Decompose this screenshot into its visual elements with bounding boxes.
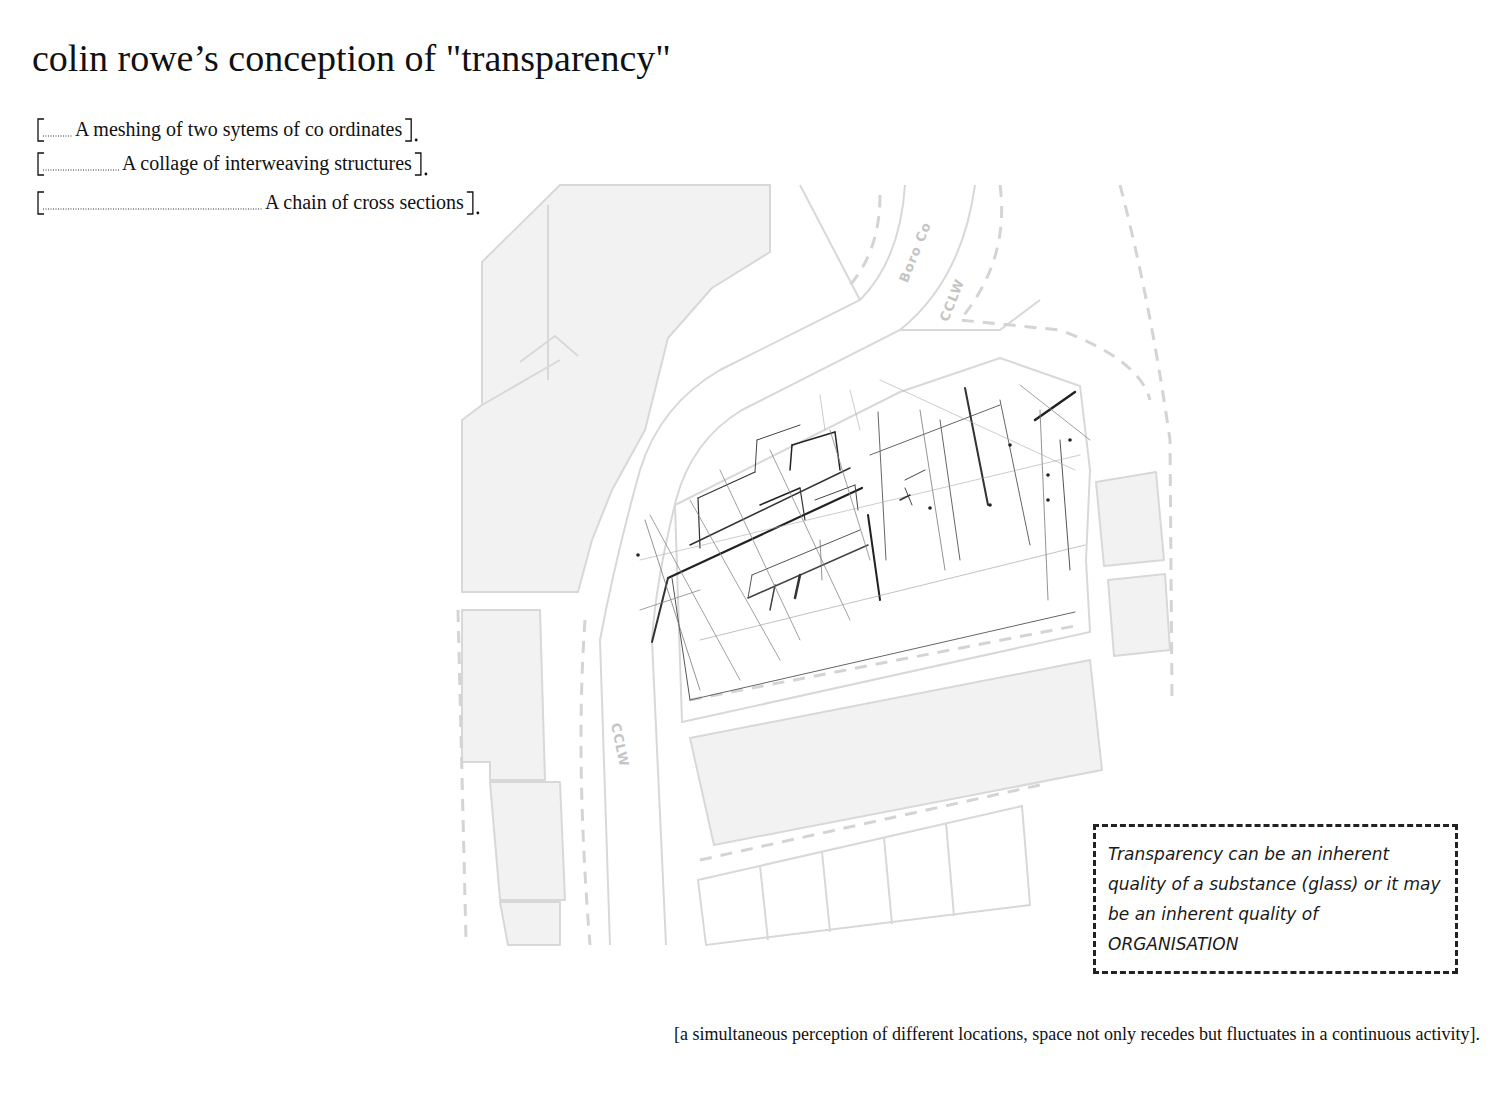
- sketch-lines: [636, 380, 1090, 700]
- building-block: [462, 185, 770, 592]
- building-block: [490, 782, 565, 900]
- sketch-line: [770, 450, 850, 620]
- sketch-line: [905, 470, 925, 480]
- sketch-dot: [1046, 473, 1050, 477]
- sketch-line: [878, 412, 886, 560]
- building-block: [462, 610, 545, 780]
- open-bracket: [38, 192, 44, 214]
- sketch-line: [748, 575, 752, 598]
- road-dashes: [690, 625, 1080, 860]
- sketch-line: [698, 498, 700, 548]
- plot-boxes: [698, 806, 1030, 945]
- dotted-leader: [43, 136, 73, 137]
- sketch-line: [650, 515, 740, 680]
- sketch-line: [795, 575, 800, 598]
- sketch-line: [870, 405, 1000, 455]
- sketch-line: [760, 488, 800, 505]
- definition-phrase: A chain of cross sections: [265, 190, 464, 214]
- sketch-line: [920, 410, 945, 570]
- sketch-line: [790, 445, 792, 470]
- definition-phrase: A collage of interweaving structures: [122, 151, 412, 175]
- close-bracket: [415, 153, 421, 175]
- sketch-line: [1040, 410, 1048, 600]
- sketch-line: [645, 520, 700, 690]
- road-dashes: [960, 185, 1150, 400]
- note-box: Transparency can be an inherent quality …: [1093, 824, 1458, 974]
- full-stop: [415, 139, 418, 142]
- full-stop: [476, 212, 479, 215]
- sketch-dot: [1046, 498, 1050, 502]
- sketch-line: [752, 530, 860, 575]
- handwritten-note: Transparency can be an inherent quality …: [1108, 839, 1443, 959]
- close-bracket: [405, 119, 411, 141]
- dotted-leader: [43, 209, 263, 210]
- sketch-line: [815, 485, 855, 500]
- caption: [a simultaneous perception of different …: [674, 1022, 1480, 1046]
- sketch-line: [850, 390, 860, 430]
- sketch-dot: [988, 503, 992, 507]
- sketch-line: [720, 470, 800, 640]
- sketch-line: [698, 472, 755, 498]
- sketch-line: [830, 430, 870, 560]
- sketch-dot: [1068, 438, 1072, 442]
- sketch-line: [1035, 392, 1075, 420]
- sketch-line: [1060, 440, 1070, 570]
- road-dashes: [850, 195, 880, 285]
- sketch-line: [640, 455, 1080, 560]
- sketch-dot: [636, 553, 640, 557]
- sketch-line: [672, 578, 690, 700]
- building-block: [1096, 472, 1164, 566]
- sketch-line: [755, 440, 757, 472]
- dotted-leader: [43, 170, 120, 171]
- open-bracket: [38, 153, 44, 175]
- sketch-line: [1000, 400, 1030, 545]
- street-label: CCLW: [608, 722, 632, 769]
- sketch-line: [905, 488, 912, 505]
- building-block: [1108, 574, 1170, 656]
- definition-phrase: A meshing of two sytems of co ordinates: [75, 117, 402, 141]
- sketch-dot: [1008, 443, 1012, 447]
- sketch-line: [868, 515, 880, 600]
- sketch-line: [940, 420, 960, 560]
- sketch-line: [820, 540, 822, 580]
- road-dashes: [458, 610, 466, 940]
- title: colin rowe’s conception of "transparency…: [32, 34, 671, 82]
- road-dashes: [1120, 185, 1172, 700]
- street-label: Boro Co: [896, 219, 934, 284]
- sketch-line: [652, 578, 668, 642]
- close-bracket: [467, 192, 473, 214]
- sketch-line: [855, 485, 858, 510]
- sketch-line: [820, 395, 825, 430]
- sketch-line: [792, 432, 835, 445]
- sketch-line: [640, 590, 700, 610]
- sketch-line: [880, 380, 1075, 470]
- full-stop: [425, 173, 428, 176]
- sketch-line: [800, 488, 805, 520]
- building-block: [500, 902, 560, 945]
- road-dashes: [581, 620, 590, 945]
- sketch-line: [748, 545, 868, 598]
- sketch-line: [668, 488, 862, 578]
- sketch-line: [757, 425, 800, 440]
- sketch-line: [1020, 385, 1090, 440]
- sketch-line: [690, 500, 780, 660]
- sketch-line: [770, 585, 775, 610]
- road-edge: [800, 185, 1040, 330]
- sketch-line: [700, 545, 1085, 640]
- sketch-dot: [928, 506, 932, 510]
- open-bracket: [38, 119, 44, 141]
- sketch-line: [965, 388, 988, 505]
- plot-line: [482, 205, 578, 405]
- sketch-line: [690, 612, 1075, 700]
- sketch-line: [900, 495, 910, 500]
- road-edge: [652, 185, 975, 945]
- sketch-line: [835, 432, 840, 470]
- sketch-line: [690, 468, 850, 545]
